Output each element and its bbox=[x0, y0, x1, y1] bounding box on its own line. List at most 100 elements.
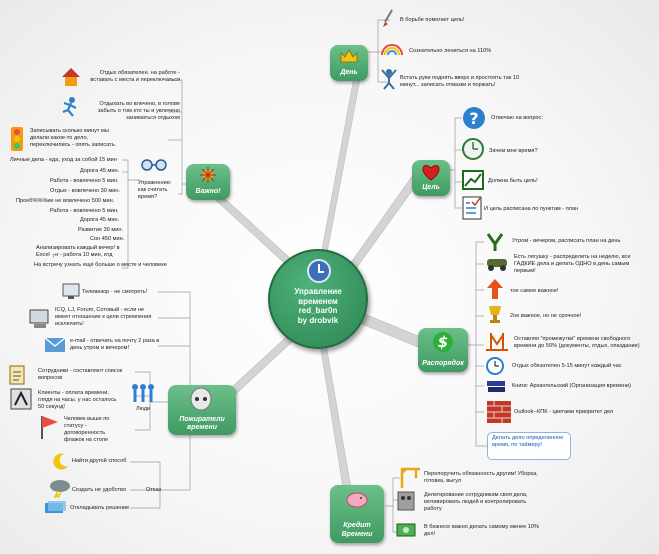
svg-text:?: ? bbox=[469, 109, 478, 128]
pozh-people-2: Клиенты - оплата времени, глядя на часы.… bbox=[38, 390, 117, 410]
center-title-line1: Управление bbox=[294, 287, 342, 296]
topic-rasporyadok[interactable]: $ Распорядок bbox=[418, 328, 468, 372]
envelope-icon bbox=[44, 337, 66, 352]
piggy-bank-icon bbox=[346, 492, 368, 508]
rasp-item-7: Книги: Архангельский (Организация времен… bbox=[512, 383, 631, 389]
kredit-item-2: Делегирование сотрудникам своя дела, мот… bbox=[424, 492, 528, 512]
clock-icon bbox=[307, 259, 331, 283]
vazhno-list-2: Дорога 45 мин. bbox=[80, 168, 120, 174]
arrow-up-icon bbox=[487, 279, 503, 299]
brush-icon bbox=[383, 9, 393, 27]
clients-icon bbox=[10, 388, 32, 410]
checklist-icon bbox=[462, 196, 482, 220]
traffic-light-icon bbox=[11, 127, 23, 151]
timer-note: Делать дело определенное время, по тайме… bbox=[487, 432, 571, 460]
crown-icon bbox=[340, 49, 358, 63]
vazhno-list-11: На встречу узнать ещё больше о месте и ч… bbox=[34, 262, 167, 268]
runner-icon bbox=[62, 97, 77, 117]
pozh-item-2: ICQ, LJ, Forum, Сотовый - если не имеет … bbox=[55, 307, 152, 327]
rasp-item-3: тое самое важное! bbox=[510, 288, 559, 294]
question-icon: ? bbox=[463, 107, 485, 129]
svg-text:$: $ bbox=[438, 333, 448, 351]
rasp-item-1: Утром - вечером, расписать план на день bbox=[512, 238, 621, 244]
topic-cel[interactable]: Цель bbox=[412, 160, 450, 196]
vazhno-list-8: Развитие 30 мин. bbox=[78, 227, 123, 233]
center-title-line3: red_bar0n bbox=[298, 306, 338, 316]
vazhno-list-6: Работа - вовлечено 5 мин. bbox=[50, 208, 119, 214]
rasp-item-5: Оставляя "промежутки" времени свободного… bbox=[514, 336, 640, 349]
rasp-item-4: 2ое важное, но не срочное! bbox=[510, 313, 582, 319]
cel-item-3: Должна быть цель! bbox=[488, 178, 538, 184]
cheering-people-icon bbox=[381, 69, 397, 90]
cel-item-4: И цель расписана по пунктам - план bbox=[484, 206, 579, 212]
tv-icon bbox=[62, 283, 80, 299]
topic-vazhno[interactable]: Важно! bbox=[186, 164, 230, 200]
cel-item-1: Отвечаю на вопрос: bbox=[491, 115, 543, 121]
pozh-item-3: e-mail - отвечать на почту 2 раза в день… bbox=[70, 338, 160, 351]
pozh-item-1: Телевизор - не смотреть! bbox=[82, 289, 148, 295]
bridge-icon bbox=[486, 333, 508, 351]
pozh-people-label: Люди bbox=[136, 406, 151, 412]
robot-icon bbox=[397, 491, 415, 511]
rasp-item-2: Есть лягушку - распределить на неделю, в… bbox=[514, 254, 631, 274]
pozh-people-1: Сотрудники - составляют список вопросов bbox=[38, 368, 123, 381]
vazhno-list-10: Анализировать каждый вечер! в Excel ┌н -… bbox=[36, 245, 120, 258]
moon-icon bbox=[53, 453, 68, 470]
pozh-people-3: Человек выше по статусу - договоренность… bbox=[64, 416, 110, 443]
firecracker-icon bbox=[200, 167, 216, 183]
den-item-2: Сознательно лениться на 110% bbox=[409, 48, 492, 54]
people-icon bbox=[132, 384, 154, 402]
trophy-icon bbox=[489, 306, 501, 323]
topic-pozhirateli[interactable]: Пожиратели времени bbox=[168, 385, 236, 435]
frog-tank-icon bbox=[487, 259, 507, 271]
computer-icon bbox=[29, 309, 49, 328]
stopwatch-icon bbox=[462, 138, 484, 160]
rasp-item-8: Outlook--КПК - цветами приоритет дел bbox=[514, 409, 614, 415]
center-title-line4: by drobvik bbox=[297, 315, 339, 325]
kredit-item-1: Перепоручить обязанность другим! Уборка,… bbox=[424, 471, 538, 484]
topic-den[interactable]: День bbox=[330, 45, 368, 81]
flag-icon bbox=[41, 416, 58, 439]
alien-head-icon bbox=[190, 387, 212, 411]
vazhno-item-1: Отдых обязателен. на работе - вставать с… bbox=[90, 70, 180, 83]
pozh-refuse-label: Отказ bbox=[146, 487, 162, 493]
house-icon bbox=[62, 68, 80, 86]
vazhno-list-5: Проеб%%%ие не вовлечено 500 мин. bbox=[16, 198, 115, 204]
dollar-icon: $ bbox=[433, 332, 453, 352]
glasses-icon bbox=[141, 159, 167, 171]
vazhno-list-1: Личные дела - еда, уход за собой 15 мин bbox=[10, 157, 117, 163]
pozh-refuse-3: Откладывать решение bbox=[70, 505, 130, 511]
books-icon bbox=[487, 381, 505, 392]
vazhno-list-3: Работа - вовлечено 5 мин. bbox=[50, 178, 119, 184]
clock-small-icon bbox=[486, 357, 504, 375]
vazhno-list-9: Сон 450 мин. bbox=[90, 236, 125, 242]
pozh-refuse-2: Создать не удобство bbox=[72, 487, 127, 493]
cel-item-2: Зачем мне время? bbox=[489, 148, 538, 154]
chart-icon bbox=[462, 170, 484, 190]
clipboard-icon bbox=[9, 365, 25, 385]
topic-kredit[interactable]: Кредит Времени bbox=[330, 485, 384, 543]
kredit-item-3: В бизнесе важно делать самому менее 10% … bbox=[424, 524, 539, 537]
den-item-1: В борьбе помогает цель! bbox=[400, 17, 465, 23]
crane-icon bbox=[400, 467, 420, 488]
rasp-item-6: Отдых обязателен 5-15 минут каждый час bbox=[512, 363, 622, 369]
vazhno-item-3: Записывать сколько минут мы делали какое… bbox=[30, 128, 117, 148]
storm-cloud-icon bbox=[50, 480, 70, 498]
rainbow-icon bbox=[381, 44, 403, 56]
den-item-3: Встать руки поднять вверх и простоять та… bbox=[400, 75, 520, 88]
topic-pozhirateli-label: Пожиратели времени bbox=[179, 415, 225, 431]
vazhno-item-2: Отдыхать во влечено, в голове забыть о т… bbox=[97, 101, 180, 121]
vazhno-list-4: Отдых - вовлечено 30 мин. bbox=[50, 188, 121, 194]
pozh-refuse-1: Найти другой способ bbox=[72, 458, 127, 464]
files-icon bbox=[45, 501, 66, 513]
center-title-line2: временем bbox=[298, 296, 338, 306]
slingshot-icon bbox=[486, 233, 504, 251]
vazhno-list-7: Дорога 45 мин. bbox=[80, 217, 120, 223]
vazhno-method: Упражнение: как считать время? bbox=[138, 180, 172, 200]
brick-wall-icon bbox=[487, 401, 511, 423]
heart-icon bbox=[422, 165, 440, 181]
center-node[interactable]: Управление временем red_bar0n by drobvik bbox=[268, 249, 368, 349]
money-icon bbox=[396, 523, 416, 537]
